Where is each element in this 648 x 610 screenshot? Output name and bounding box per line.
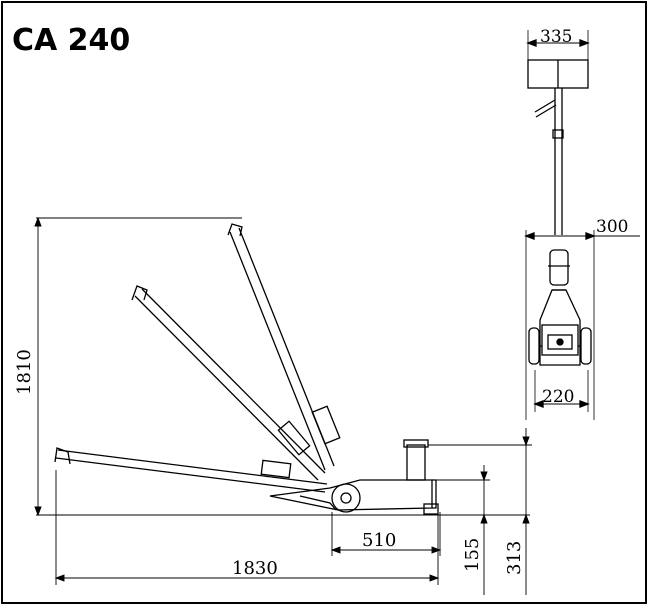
dim-max-height: 1810 xyxy=(14,349,35,395)
dim-min-height: 155 xyxy=(462,538,483,572)
dim-155-lines xyxy=(432,465,490,595)
dim-base-width: 220 xyxy=(542,387,574,407)
dim-313-lines xyxy=(428,428,532,595)
dim-1810-lines xyxy=(34,216,242,517)
dim-saddle-height: 313 xyxy=(504,541,525,575)
dim-mid-width: 300 xyxy=(596,217,628,237)
side-view xyxy=(36,223,530,516)
dim-front-offset: 510 xyxy=(362,530,396,551)
dim-510-lines xyxy=(330,512,442,556)
dim-top-width: 335 xyxy=(540,27,572,47)
front-view xyxy=(524,30,640,420)
dim-length: 1830 xyxy=(232,558,278,579)
dim-1830-lines xyxy=(54,470,440,585)
model-title: CA 240 xyxy=(12,23,130,58)
